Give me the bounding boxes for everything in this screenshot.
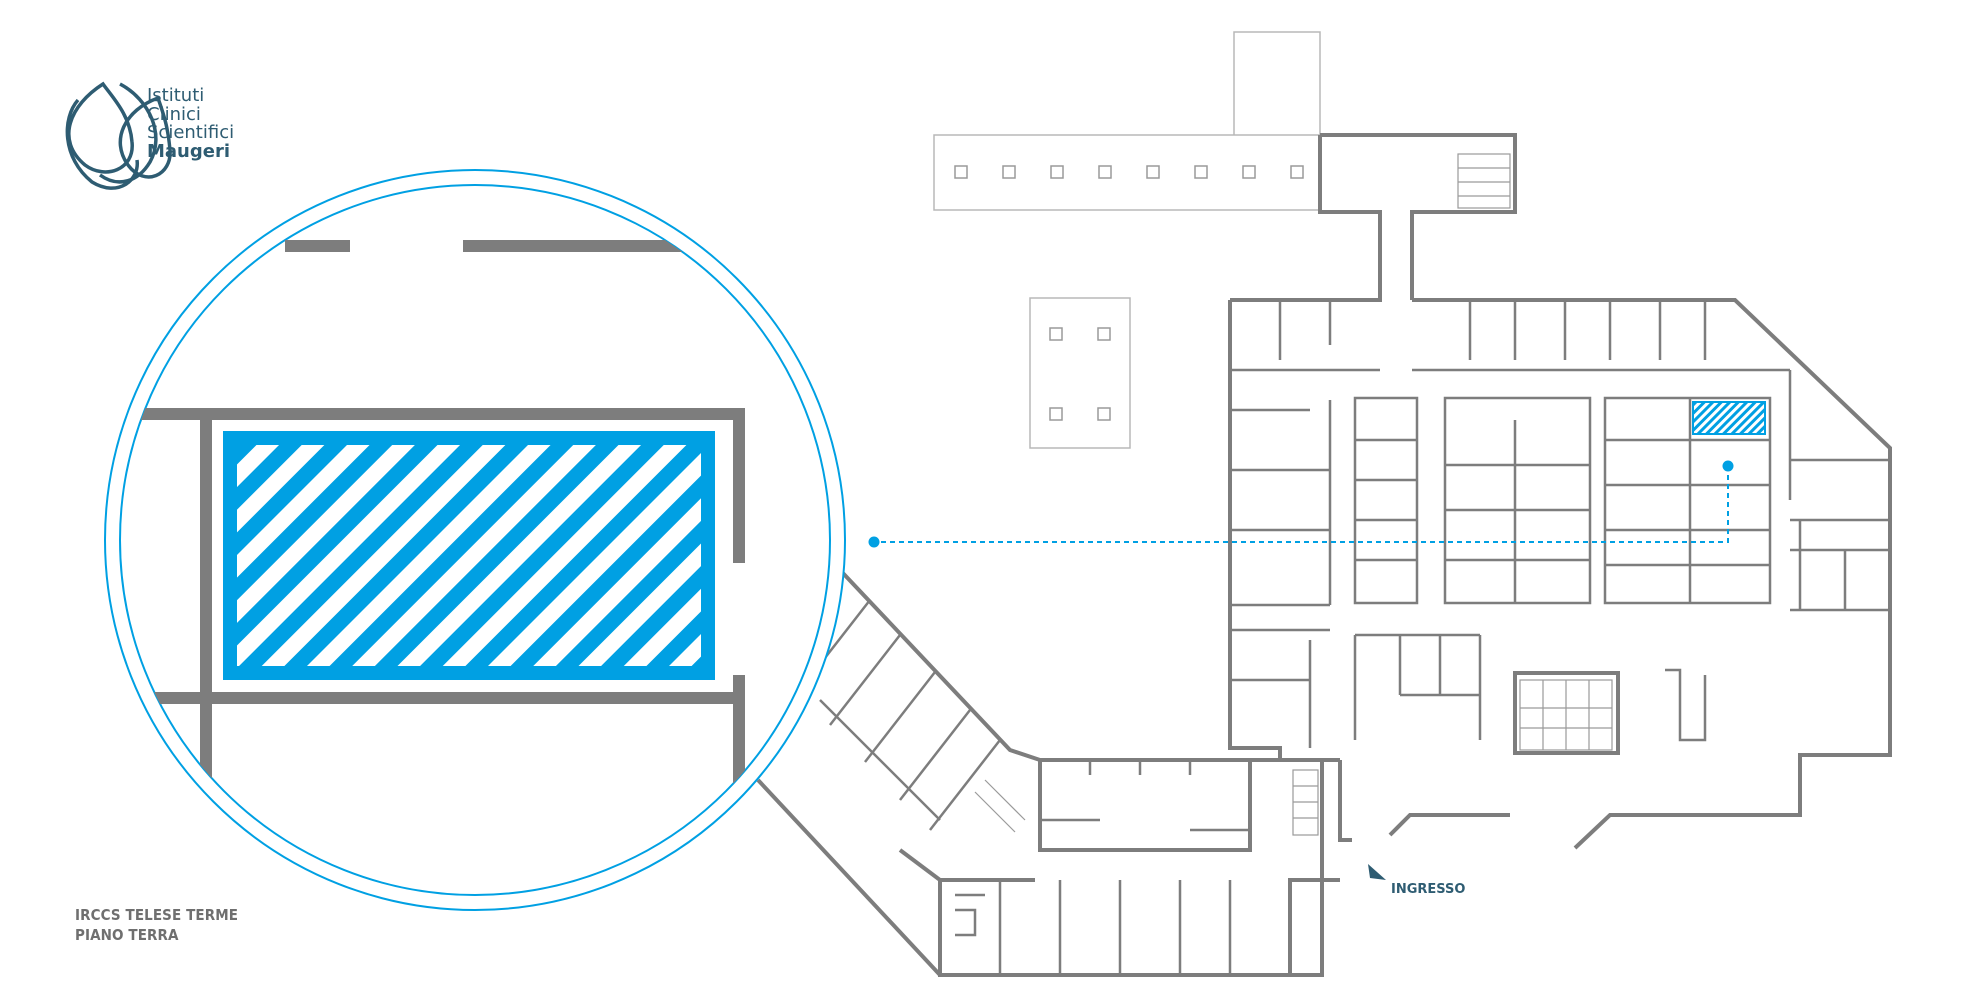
entrance-label: INGRESSO (1391, 882, 1466, 897)
callout-anchor-dot (868, 536, 880, 548)
facility-name: IRCCS TELESE TERME (75, 906, 239, 924)
magnifier-lens (104, 169, 846, 911)
institute-logo-text: Istituti Clinici Scientifici Maugeri (147, 85, 235, 162)
location-pin-icon (1722, 460, 1734, 472)
callout-connector (868, 460, 1734, 548)
entrance-arrow-icon (1368, 864, 1386, 880)
stair-symbols (974, 153, 1613, 836)
logo-line-2: Clinici (147, 103, 201, 125)
pillar-markers (954, 165, 1304, 421)
highlighted-room-marker (1692, 401, 1766, 435)
logo-line-1: Istituti (147, 85, 205, 106)
outbuilding-outlines (933, 31, 1321, 449)
lotus-drop-icon (65, 81, 172, 190)
location-caption: IRCCS TELESE TERME PIANO TERRA (75, 905, 238, 945)
interior-walls (799, 300, 1890, 975)
highlighted-room-zoom (223, 431, 715, 680)
floor-name: PIANO TERRA (75, 926, 179, 944)
logo-line-3: Scientifici (147, 122, 235, 143)
building-outer-walls (756, 133, 1892, 977)
logo-line-4: Maugeri (147, 140, 231, 162)
